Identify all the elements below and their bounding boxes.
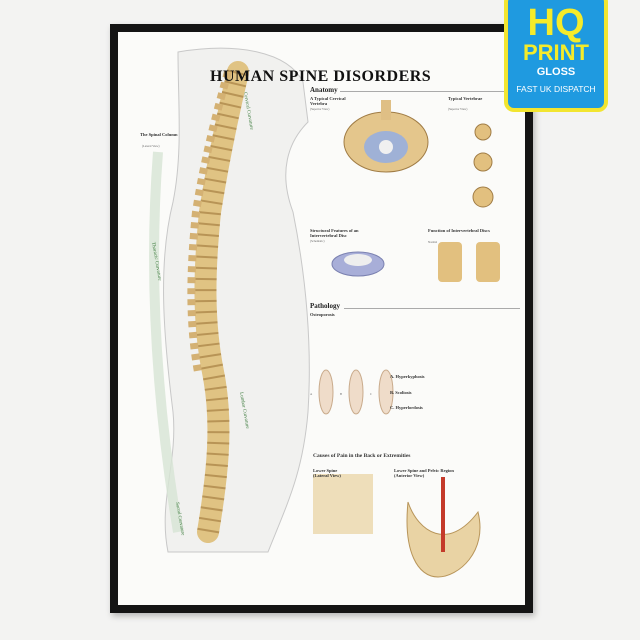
disc-function-illustration xyxy=(438,242,500,282)
disc-illustration xyxy=(331,251,385,277)
osteoporosis-title: Osteoporosis xyxy=(310,312,335,317)
divider xyxy=(340,91,520,92)
pathology-heading: Pathology xyxy=(310,302,340,310)
figure-letter: C xyxy=(370,392,373,396)
typical-title: Typical Vertebrae xyxy=(448,96,483,101)
poster: HUMAN SPINE DISORDERS The Spinal Column … xyxy=(118,32,525,605)
badge-gloss: GLOSS xyxy=(536,66,576,78)
cervical-vertebra-illustration xyxy=(343,100,429,173)
spine-illustration xyxy=(187,61,249,543)
figure-letter: B xyxy=(340,392,343,396)
badge-print: PRINT xyxy=(523,40,589,65)
spinal-column-title: The Spinal Column xyxy=(140,132,178,137)
lower-lateral-title: Lower Spine (Lateral View) xyxy=(313,468,341,478)
disc-subtitle: (Schematic) xyxy=(310,239,325,243)
cervical-title: A Typical Cervical Vertebra xyxy=(310,96,346,106)
function-normal-label: Normal xyxy=(428,240,438,244)
badge-dispatch: FAST UK DISPATCH xyxy=(516,84,596,94)
disc-title: Structural Features of an Intervertebral… xyxy=(310,228,359,238)
causes-title: Causes of Pain in the Back or Extremitie… xyxy=(313,453,411,459)
anatomy-heading: Anatomy xyxy=(310,86,338,94)
condition-title: B. Scoliosis xyxy=(390,390,412,395)
figure-letter: A xyxy=(310,392,313,396)
function-title: Function of Intervertebral Discs xyxy=(428,228,490,233)
divider xyxy=(344,308,520,309)
lower-pelvic-title: Lower Spine and Pelvic Region (Anterior … xyxy=(394,468,454,478)
poster-title: HUMAN SPINE DISORDERS xyxy=(210,68,432,85)
condition-title: A. Hyperkyphosis xyxy=(390,374,425,379)
poster-frame: HUMAN SPINE DISORDERS The Spinal Column … xyxy=(110,24,533,613)
cervical-subtitle: (Superior View) xyxy=(310,107,330,111)
condition-title: C. Hyperlordosis xyxy=(390,405,423,410)
typical-vertebrae-illustration xyxy=(472,123,494,208)
badge-hq: HQ xyxy=(527,2,585,44)
spinal-column-subtitle: (Lateral View) xyxy=(142,144,160,148)
body-silhouette xyxy=(163,47,310,553)
poster-illustrations xyxy=(149,47,500,578)
hq-print-badge: HQ PRINT GLOSS FAST UK DISPATCH xyxy=(504,0,608,112)
lower-spine-illustration xyxy=(313,474,373,534)
posture-figures xyxy=(318,369,394,415)
typical-subtitle: (Superior View) xyxy=(448,107,468,111)
